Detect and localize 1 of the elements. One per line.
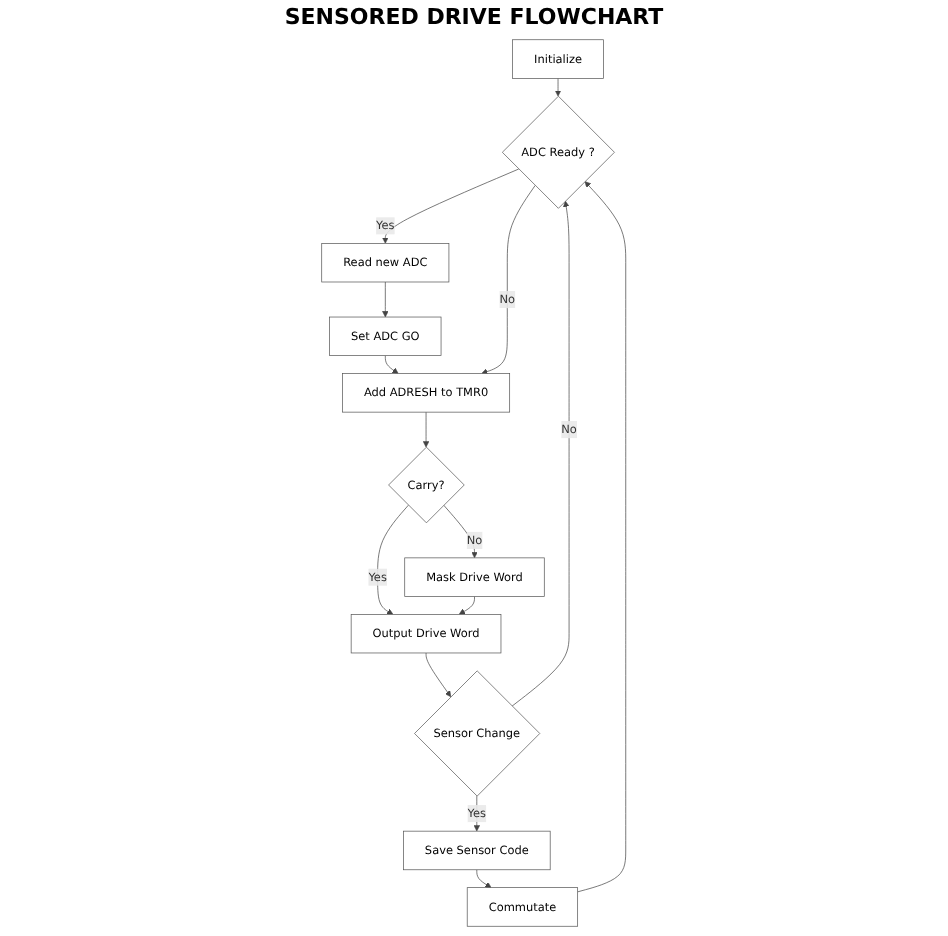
figure-title: SENSORED DRIVE FLOWCHART bbox=[284, 4, 664, 30]
